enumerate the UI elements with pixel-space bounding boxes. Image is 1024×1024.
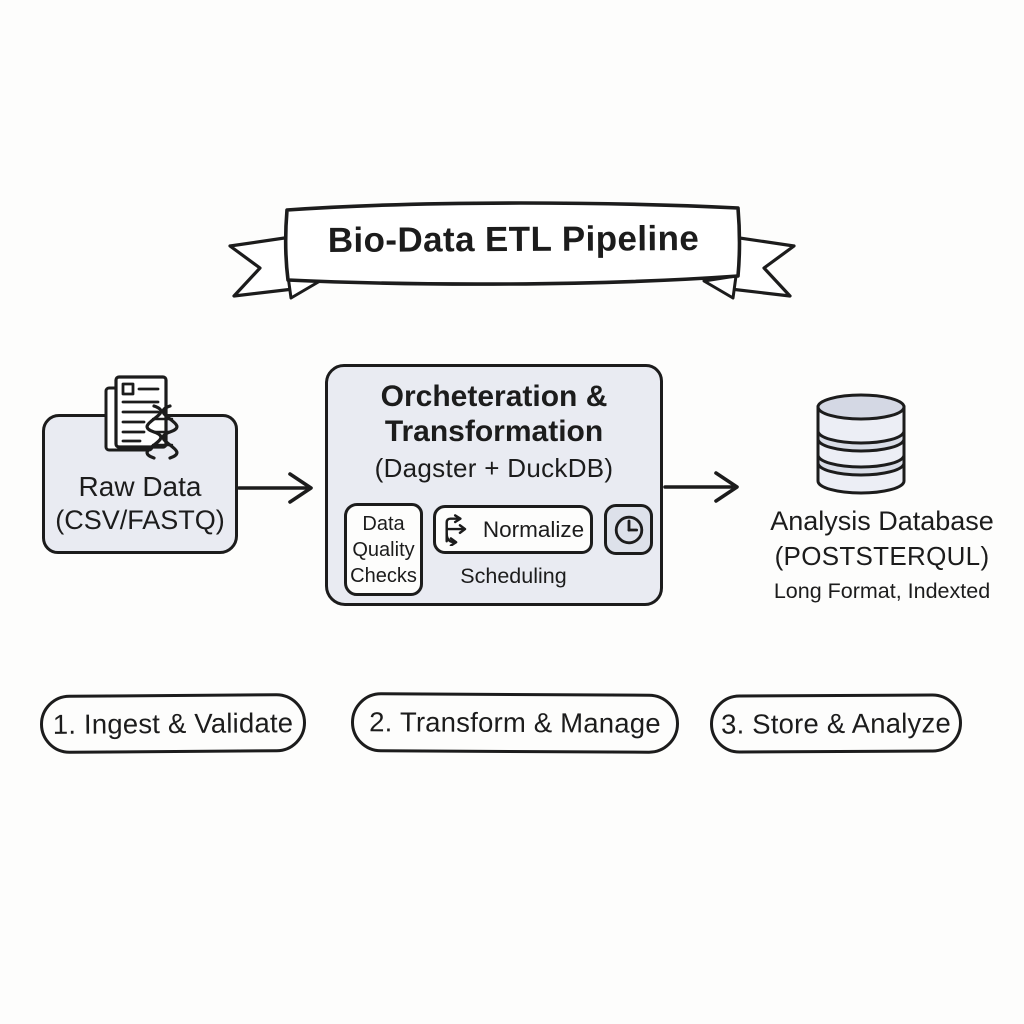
ribbon-banner	[228, 201, 796, 300]
clock-icon	[614, 515, 643, 544]
step-pill-store-analyze: 3. Store & Analyze	[709, 693, 963, 754]
scheduling-clock-box	[604, 504, 653, 555]
flow-arrow-1	[237, 472, 313, 504]
orchestration-subtitle: (Dagster + DuckDB)	[374, 452, 614, 483]
step-pill-ingest-validate: 1. Ingest & Validate	[39, 693, 307, 754]
orchestration-title-line2: Transformation	[384, 414, 604, 448]
normalize-label: Normalize	[482, 516, 585, 542]
database-icon	[816, 393, 906, 495]
raw-data-subtitle: (CSV/FASTQ)	[55, 505, 225, 535]
page-title: Bio-Data ETL Pipeline	[327, 219, 700, 260]
analysis-db-title: Analysis Database	[770, 506, 994, 536]
orchestration-node: Orcheteration & Transformation (Dagster …	[325, 364, 663, 606]
step-label-2: 2. Transform & Manage	[369, 706, 661, 739]
scheduling-label: Scheduling	[460, 564, 567, 588]
flow-arrow-2	[663, 471, 739, 503]
data-quality-checks-box: Data Quality Checks	[344, 503, 423, 596]
ribbon-band	[283, 201, 742, 286]
analysis-db-caption: Long Format, Indexted	[773, 579, 991, 603]
step-pill-transform-manage: 2. Transform & Manage	[350, 692, 680, 754]
orchestration-title-line1: Orcheteration &	[380, 380, 608, 413]
raw-data-title: Raw Data	[78, 471, 202, 502]
dqc-line2: Quality	[352, 538, 415, 561]
analysis-db-subtitle: (POSTSTERQUL)	[774, 541, 990, 571]
dqc-line1: Data	[362, 512, 405, 535]
dqc-line3: Checks	[350, 564, 417, 587]
step-label-1: 1. Ingest & Validate	[52, 706, 294, 740]
analysis-database-labels: Analysis Database (POSTSTERQUL) Long For…	[740, 506, 1024, 604]
step-label-3: 3. Store & Analyze	[720, 706, 951, 740]
branch-arrows-icon	[445, 513, 467, 546]
documents-dna-icon	[104, 375, 179, 460]
normalize-box: Normalize	[433, 505, 593, 554]
dna-helix-icon	[145, 404, 179, 460]
